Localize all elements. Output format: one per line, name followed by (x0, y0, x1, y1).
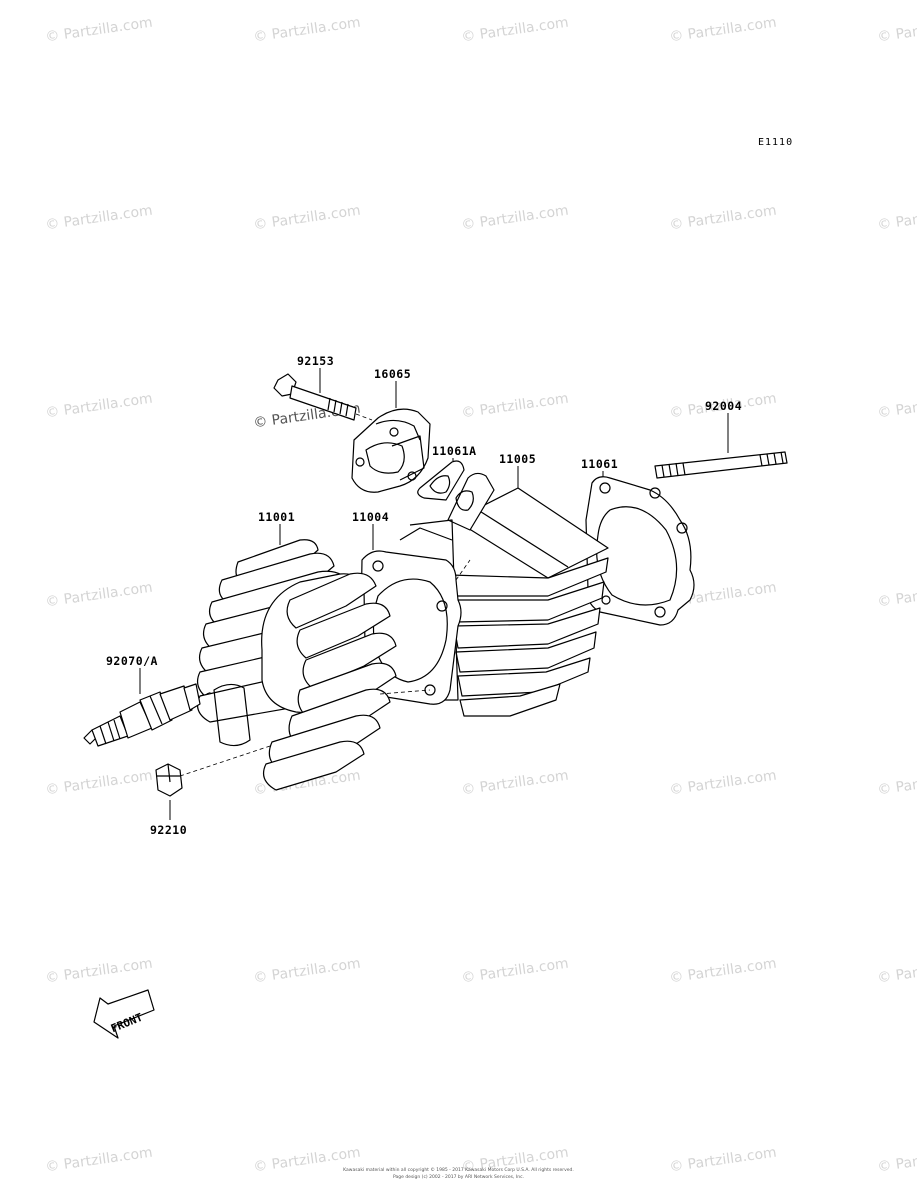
label-92004[interactable]: 92004 (705, 399, 743, 413)
spark-plug-92070a[interactable] (83, 683, 213, 747)
label-92070a[interactable]: 92070/A (106, 654, 158, 668)
stud-bolt-92004[interactable] (654, 451, 788, 479)
label-11005[interactable]: 11005 (499, 452, 537, 466)
gasket-11061a[interactable] (417, 460, 465, 501)
label-92210[interactable]: 92210 (150, 823, 188, 837)
diagram-code: E1110 (758, 137, 794, 148)
copyright-line-1: Kawasaki material within all copyright ©… (343, 1168, 574, 1173)
nut-92210[interactable] (155, 763, 183, 797)
label-11061a[interactable]: 11061A (432, 444, 477, 458)
label-11001[interactable]: 11001 (258, 510, 296, 524)
bolt-92153[interactable] (273, 373, 373, 421)
label-11061[interactable]: 11061 (581, 457, 619, 471)
copyright-line-2: Page design (c) 2002 - 2017 by ARI Netwo… (393, 1175, 524, 1180)
cylinder-11005[interactable] (399, 472, 609, 717)
label-16065[interactable]: 16065 (374, 367, 412, 381)
intake-manifold-16065[interactable] (351, 408, 431, 493)
label-11004[interactable]: 11004 (352, 510, 390, 524)
front-direction-arrow: FRONT (93, 989, 155, 1039)
label-92153[interactable]: 92153 (297, 354, 335, 368)
cylinder-head-11001[interactable] (179, 539, 471, 791)
